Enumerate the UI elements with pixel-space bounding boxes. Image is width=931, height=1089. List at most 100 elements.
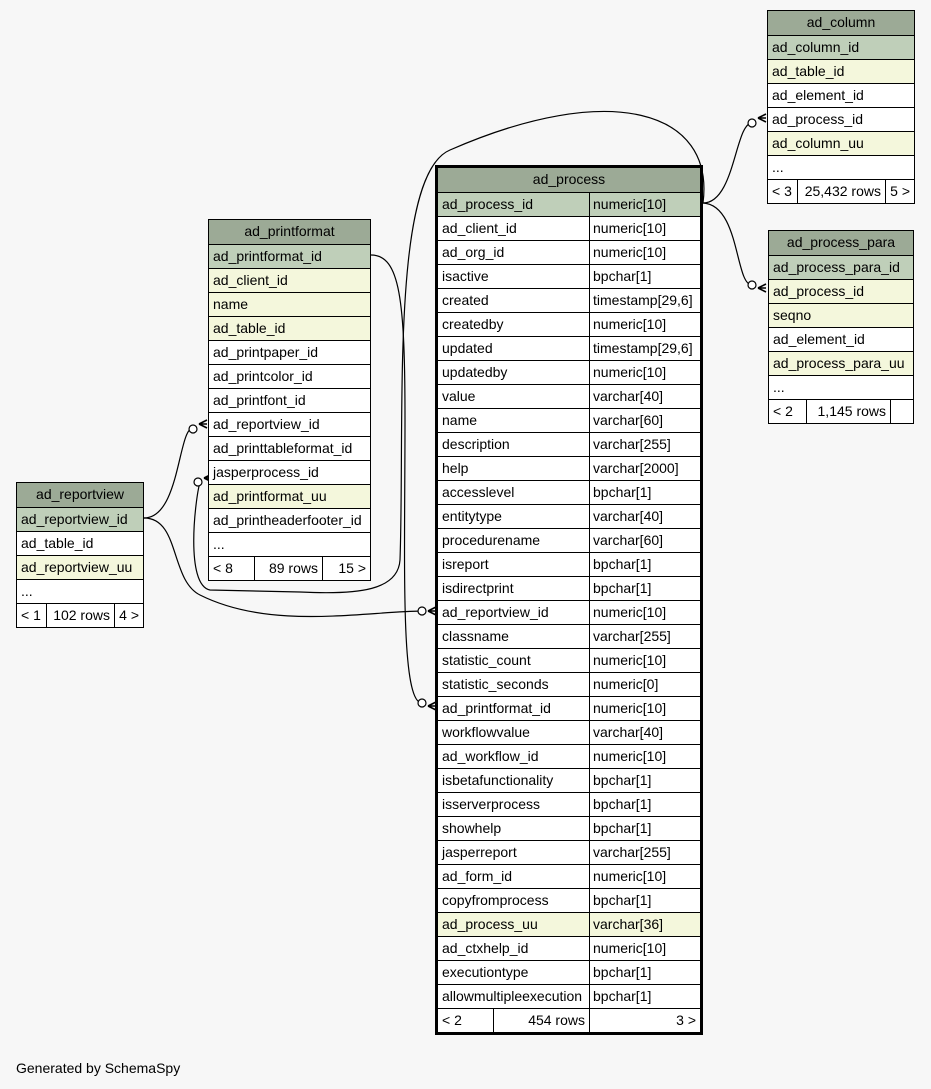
column-row[interactable]: ad_client_id	[209, 268, 370, 292]
column-name: updated	[438, 337, 590, 360]
column-name: showhelp	[438, 817, 590, 840]
footer-right[interactable]: 5 >	[890, 183, 910, 199]
column-row[interactable]: ad_table_id	[768, 59, 914, 83]
column-name: executiontype	[438, 961, 590, 984]
column-row[interactable]: ad_element_id	[769, 327, 913, 351]
column-row[interactable]: ad_table_id	[209, 316, 370, 340]
column-row[interactable]: ad_reportview_id	[209, 412, 370, 436]
rel-optional-marker	[417, 698, 427, 708]
column-row[interactable]: ...	[768, 155, 914, 179]
footer-left[interactable]: < 2	[438, 1009, 494, 1032]
column-row[interactable]: ad_column_uu	[768, 131, 914, 155]
column-row[interactable]: ...	[769, 375, 913, 399]
column-type: timestamp[29,6]	[593, 292, 693, 308]
column-row[interactable]: ad_column_id	[768, 35, 914, 59]
column-row[interactable]: ...	[209, 532, 370, 556]
column-name: ad_printformat_id	[438, 697, 590, 720]
footer-right[interactable]	[891, 400, 913, 423]
footer-left[interactable]: < 1	[17, 604, 47, 627]
footer-left[interactable]: < 8	[209, 557, 255, 580]
column-row[interactable]: ad_printformat_id	[209, 244, 370, 268]
column-type: varchar[40]	[593, 388, 664, 404]
footer-left[interactable]: < 2	[769, 400, 807, 423]
column-row[interactable]: ad_printtableformat_id	[209, 436, 370, 460]
column-row[interactable]: ad_process_para_uu	[769, 351, 913, 375]
column-row[interactable]: ad_printformat_uu	[209, 484, 370, 508]
column-row[interactable]: seqno	[769, 303, 913, 327]
column-row[interactable]: ad_printfont_id	[209, 388, 370, 412]
rel-crow-foot-marker	[427, 701, 437, 711]
column-row[interactable]: ad_printcolor_id	[209, 364, 370, 388]
rel-optional-marker	[747, 118, 757, 128]
footer-right[interactable]: 15 >	[338, 560, 366, 576]
column-row[interactable]: ad_table_id	[17, 531, 143, 555]
column-row[interactable]: ...	[17, 579, 143, 603]
table-title: ad_reportview	[17, 483, 143, 507]
column-type: bpchar[1]	[593, 964, 652, 980]
column-row[interactable]: ad_reportview_uu	[17, 555, 143, 579]
column-type: bpchar[1]	[593, 772, 652, 788]
column-type: bpchar[1]	[593, 820, 652, 836]
column-row[interactable]: jasperprocess_id	[209, 460, 370, 484]
column-row[interactable]: ad_process_para_id	[769, 255, 913, 279]
column-name: ad_workflow_id	[438, 745, 590, 768]
column-name: jasperreport	[438, 841, 590, 864]
footer-right[interactable]: 4 >	[119, 607, 139, 623]
footer-right[interactable]: 3 >	[676, 1012, 696, 1028]
column-row[interactable]: ad_printpaper_id	[209, 340, 370, 364]
column-row[interactable]: ad_process_id	[769, 279, 913, 303]
column-type: bpchar[1]	[593, 268, 652, 284]
column-row[interactable]: ad_printheaderfooter_id	[209, 508, 370, 532]
column-row[interactable]: name	[209, 292, 370, 316]
rel-line-process-to-column	[702, 122, 753, 204]
column-row[interactable]: ad_process_id	[768, 107, 914, 131]
footer-left[interactable]: < 3	[768, 180, 798, 203]
column-row[interactable]: ad_reportview_id	[17, 507, 143, 531]
footer-mid: 1,145 rows	[807, 400, 891, 423]
column-row[interactable]: ad_element_id	[768, 83, 914, 107]
